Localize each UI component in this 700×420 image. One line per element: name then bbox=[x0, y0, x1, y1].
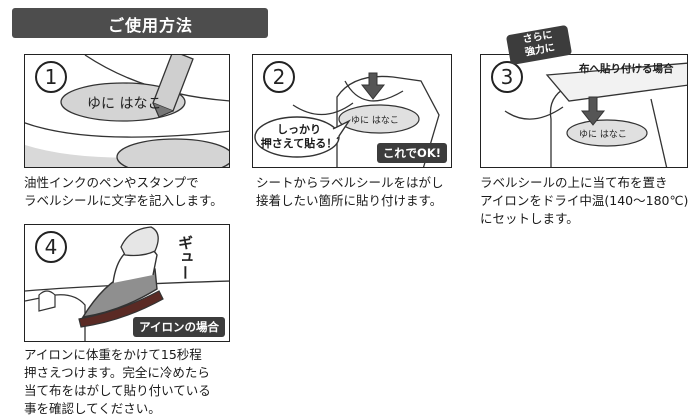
step-2-label-text: ゆに はなこ bbox=[351, 116, 399, 126]
step-1-panel: 1 ゆに はなこ bbox=[24, 54, 230, 168]
step-4-sound-text: ギュー bbox=[176, 235, 194, 280]
section-header: ご使用方法 bbox=[12, 8, 268, 38]
step-3-number: 3 bbox=[491, 61, 523, 93]
step-2-number: 2 bbox=[263, 61, 295, 93]
step-1-number: 1 bbox=[35, 61, 67, 93]
step-1-label-text: ゆに はなこ bbox=[87, 96, 162, 112]
step-3-illustration bbox=[504, 62, 687, 167]
step-4-badge: アイロンの場合 bbox=[133, 317, 225, 337]
step-4-panel: 4 ギュー アイロンの場合 bbox=[24, 224, 230, 342]
step-3-panel: 3 ゆに はなこ 布へ貼り付ける場合 bbox=[480, 54, 688, 168]
step-4-caption: アイロンに体重をかけて15秒程 押さえつけます。完全に冷めたら 当て布をはがして… bbox=[24, 347, 211, 416]
step-3-caption: ラベルシールの上に当て布を置き アイロンをドライ中温(140～180℃) にセッ… bbox=[480, 175, 689, 226]
step-3-label-text: ゆに はなこ bbox=[579, 130, 627, 140]
step-2-panel: 2 ゆに はなこ しっかり 押さえて貼る！ これでOK! bbox=[252, 54, 452, 168]
step-2-badge: これでOK! bbox=[376, 143, 447, 163]
step-4-number: 4 bbox=[35, 231, 67, 263]
step-2-caption: シートからラベルシールをはがし 接着したい箇所に貼り付けます。 bbox=[256, 175, 444, 208]
step-1-caption: 油性インクのペンやスタンプで ラベルシールに文字を記入します。 bbox=[24, 175, 223, 208]
step-4-illustration bbox=[25, 226, 229, 341]
step-3-subtitle: 布へ貼り付ける場合 bbox=[579, 63, 674, 75]
step-1-illustration bbox=[25, 55, 229, 167]
section-title: ご使用方法 bbox=[108, 16, 194, 35]
step-2-bubble-text: しっかり 押さえて貼る！ bbox=[260, 123, 338, 150]
